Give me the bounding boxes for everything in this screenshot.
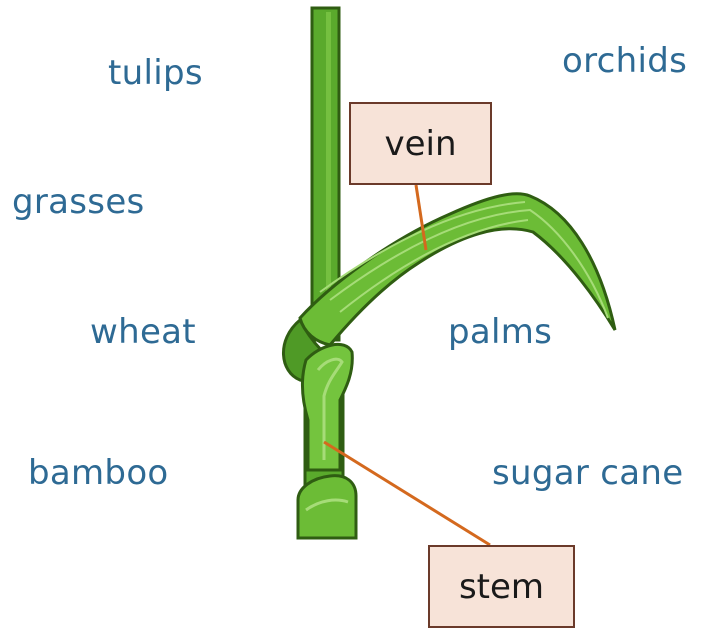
stem-label-text: stem <box>459 567 544 607</box>
word-tulips: tulips <box>108 56 203 90</box>
word-palms: palms <box>448 315 552 349</box>
word-grasses: grasses <box>12 185 145 219</box>
stem-label: stem <box>428 545 575 628</box>
word-bamboo: bamboo <box>28 456 169 490</box>
word-orchids: orchids <box>562 44 687 78</box>
vein-label-text: vein <box>384 124 456 164</box>
stem-node <box>298 476 356 538</box>
word-wheat: wheat <box>90 315 196 349</box>
word-sugar-cane: sugar cane <box>492 456 683 490</box>
vein-label: vein <box>349 102 492 185</box>
